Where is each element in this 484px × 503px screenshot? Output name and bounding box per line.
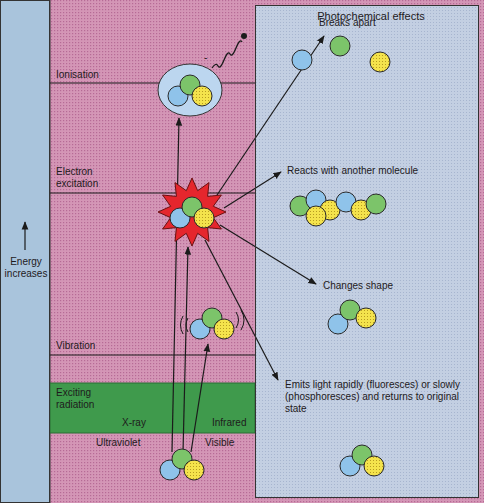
atom [292, 50, 312, 70]
node-label: Infrared [212, 417, 246, 428]
energy-band-fill [0, 0, 50, 503]
effect-box: Reacts with another molecule [287, 165, 421, 179]
atom [306, 206, 326, 226]
effect-box: Changes shape [323, 280, 396, 294]
label-text: Electron excitation [56, 166, 98, 189]
label-text: Vibration [56, 340, 95, 351]
atom [364, 456, 384, 476]
effect-box: Emits light rapidly (fluoresces) or slow… [285, 379, 465, 417]
node-label: Reacts with another molecule [287, 165, 418, 176]
label-text: Ionisation [56, 69, 99, 80]
molecules [160, 36, 390, 480]
atom [330, 36, 350, 56]
molecule [160, 449, 204, 480]
label-text: - [204, 52, 207, 63]
molecule [340, 445, 384, 476]
molecule [328, 300, 376, 334]
atom [184, 460, 204, 480]
node-text: Emits light rapidly (fluoresces) or slow… [285, 379, 463, 415]
level-label: Electron excitation [56, 166, 118, 190]
level-label: - [204, 52, 207, 64]
node-label: Changes shape [323, 280, 393, 291]
molecule [170, 197, 214, 228]
node-label: Energy increases [5, 256, 48, 279]
atom [370, 52, 390, 72]
level-label: Ionisation [56, 69, 99, 81]
atom [194, 208, 214, 228]
node-text: Changes shape [323, 280, 393, 292]
atom [214, 319, 234, 339]
node-label: Emits light rapidly (fluoresces) or slow… [285, 379, 460, 414]
atom [366, 194, 386, 214]
atom [356, 308, 376, 328]
node-text: Breaks apart [319, 17, 376, 29]
level-label: Visible [205, 437, 234, 449]
label-text: Visible [205, 437, 234, 448]
effect-box: Breaks apart [319, 17, 378, 31]
radiation-band: Exciting radiationX-ray Infrared [50, 383, 255, 433]
node-text: Energy increases [3, 256, 49, 280]
level-lines [50, 83, 255, 355]
node-label: Breaks apart [319, 17, 376, 28]
molecule [190, 308, 234, 339]
node-text: Exciting radiation [56, 387, 126, 411]
molecule [292, 36, 390, 72]
node-text: Reacts with another molecule [287, 165, 418, 177]
node-text: Infrared [212, 417, 246, 429]
molecule [290, 190, 386, 226]
node-text: X-ray [122, 417, 146, 429]
atom [192, 86, 212, 106]
energy-arrow [24, 222, 25, 250]
molecule [168, 75, 212, 106]
label-text: Ultraviolet [96, 437, 140, 448]
effects-panel: Photochemical effectsBreaks apartReacts … [255, 5, 479, 498]
node-label: Exciting radiation [56, 387, 94, 410]
energy-band: Energy increases [0, 0, 50, 503]
level-label: Ultraviolet [96, 437, 140, 449]
level-label: Vibration [56, 340, 95, 352]
ionised-molecule [158, 33, 247, 116]
node-label: X-ray [122, 417, 146, 428]
excitation-star [158, 178, 226, 246]
radiation-band-fill [50, 383, 255, 433]
panel-fill [256, 6, 479, 498]
